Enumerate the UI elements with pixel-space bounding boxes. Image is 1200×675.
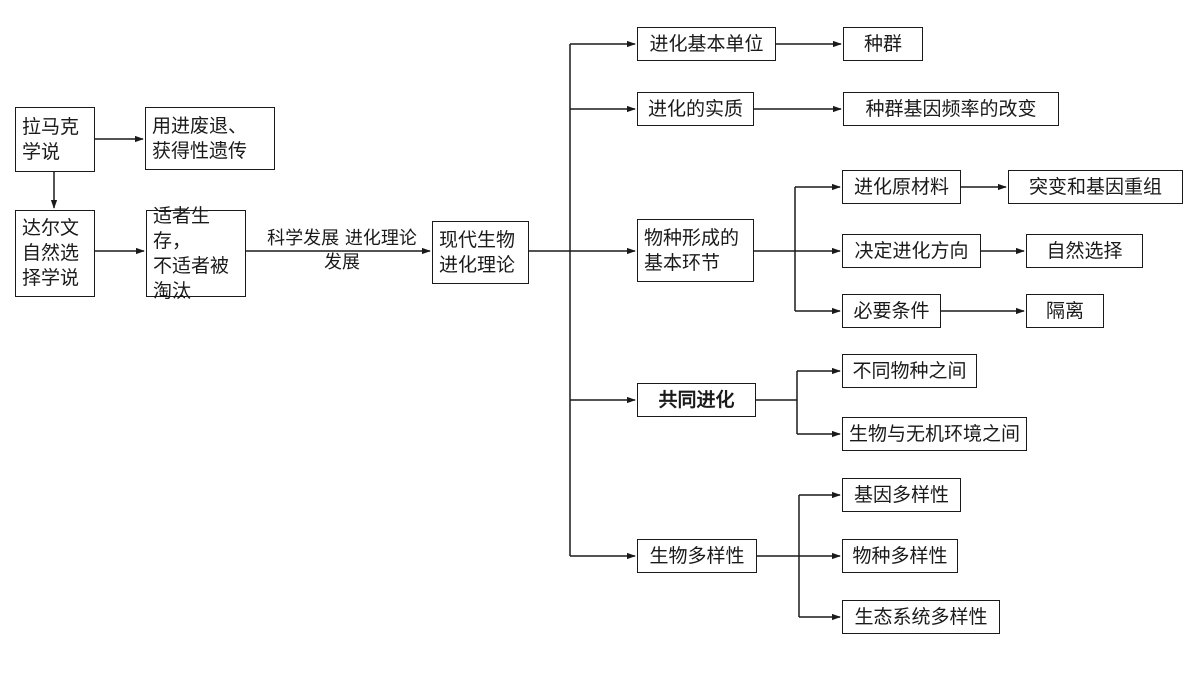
gene-frequency-node: 种群基因频率的改变 [843,92,1059,126]
direction-node: 决定进化方向 [842,234,981,268]
mutation-recombination-node: 突变和基因重组 [1008,170,1183,204]
survival-node: 适者生存， 不适者被 淘汰 [146,205,246,302]
ecosystem-diversity-node: 生态系统多样性 [842,600,1000,634]
essence-node: 进化的实质 [637,92,754,126]
species-diversity-node: 物种多样性 [842,539,958,573]
coevolution-node: 共同进化 [637,383,756,417]
between-species-node: 不同物种之间 [842,354,977,388]
edge-label-science-development: 科学发展 进化理论发展 [267,228,417,273]
speciation-node: 物种形成的 基本环节 [637,219,754,282]
unit-node: 进化基本单位 [637,27,776,61]
gene-diversity-node: 基因多样性 [842,478,961,512]
with-environment-node: 生物与无机环境之间 [842,417,1027,451]
raw-material-node: 进化原材料 [842,170,961,204]
condition-node: 必要条件 [842,294,941,328]
natural-selection-node: 自然选择 [1026,234,1143,268]
modern-theory-node: 现代生物 进化理论 [432,221,529,284]
darwin-node: 达尔文 自然选 择学说 [15,210,95,297]
use-disuse-node: 用进废退、 获得性遗传 [145,107,275,170]
biodiversity-node: 生物多样性 [637,539,757,573]
population-node: 种群 [843,27,923,61]
isolation-node: 隔离 [1026,294,1104,328]
lamarck-node: 拉马克 学说 [15,107,95,172]
